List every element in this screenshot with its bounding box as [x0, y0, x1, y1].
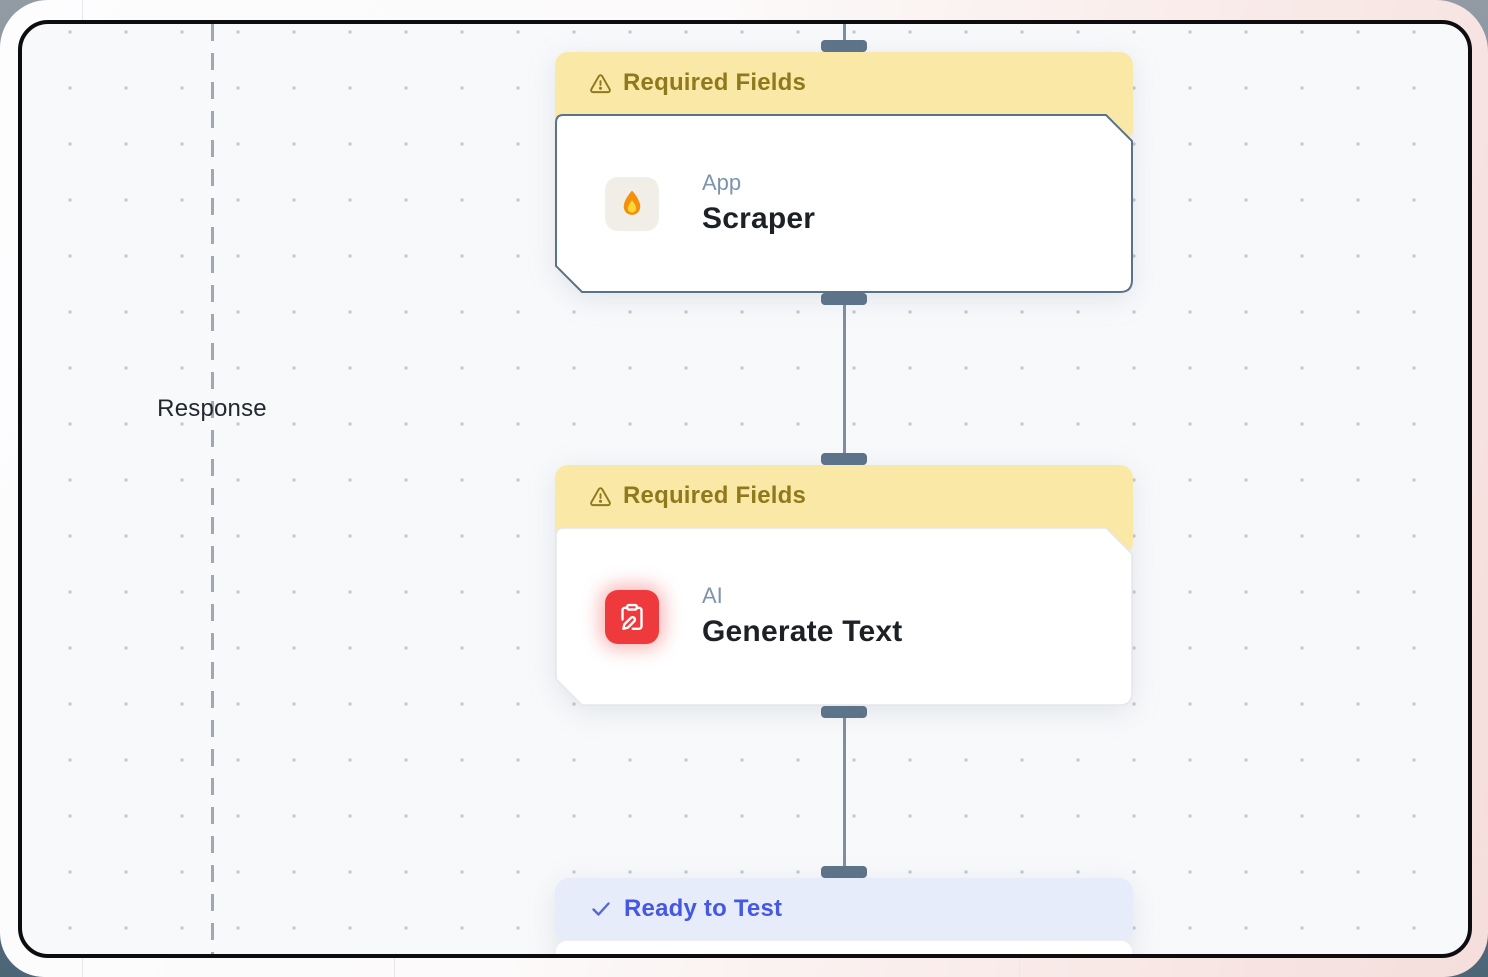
- node-ready-to-test[interactable]: Ready to Test: [555, 878, 1133, 954]
- warning-triangle-icon: [589, 72, 612, 95]
- node-title: Scraper: [702, 201, 816, 235]
- flame-icon: [605, 176, 659, 231]
- node-generate-text-input-handle[interactable]: [821, 453, 867, 465]
- background-gridline: [394, 956, 395, 977]
- node-status-label: Ready to Test: [624, 895, 783, 922]
- workflow-canvas[interactable]: Response: [18, 20, 1472, 958]
- edge-incoming: [842, 24, 846, 40]
- node-generate-text[interactable]: Required Fields: [555, 465, 1133, 706]
- response-guide-line: [210, 24, 214, 954]
- node-scraper-input-handle[interactable]: [821, 40, 867, 52]
- node-scraper-output-handle[interactable]: [821, 293, 867, 305]
- edge-scraper-to-generate-text: [842, 305, 846, 453]
- node-scraper[interactable]: Required Fields App Scraper: [555, 52, 1133, 293]
- background-gridline: [82, 956, 83, 977]
- node-title: Generate Text: [702, 614, 903, 648]
- node-category: AI: [702, 582, 723, 608]
- node-status-banner: Ready to Test: [555, 878, 1133, 940]
- node-body: [555, 527, 1133, 706]
- edge-generate-text-to-next: [842, 718, 846, 866]
- node-status-label: Required Fields: [623, 69, 807, 96]
- node-ready-input-handle[interactable]: [821, 866, 867, 878]
- node-body: [555, 114, 1133, 293]
- response-label: Response: [157, 395, 267, 422]
- background-gridline: [1019, 956, 1020, 977]
- node-category: App: [702, 169, 742, 195]
- check-icon: [589, 897, 613, 921]
- warning-triangle-icon: [589, 485, 612, 508]
- node-body: [555, 940, 1133, 954]
- background-gridline: [82, 0, 83, 22]
- node-status-label: Required Fields: [623, 482, 807, 509]
- clipboard-pen-icon: [605, 589, 659, 644]
- node-generate-text-output-handle[interactable]: [821, 706, 867, 718]
